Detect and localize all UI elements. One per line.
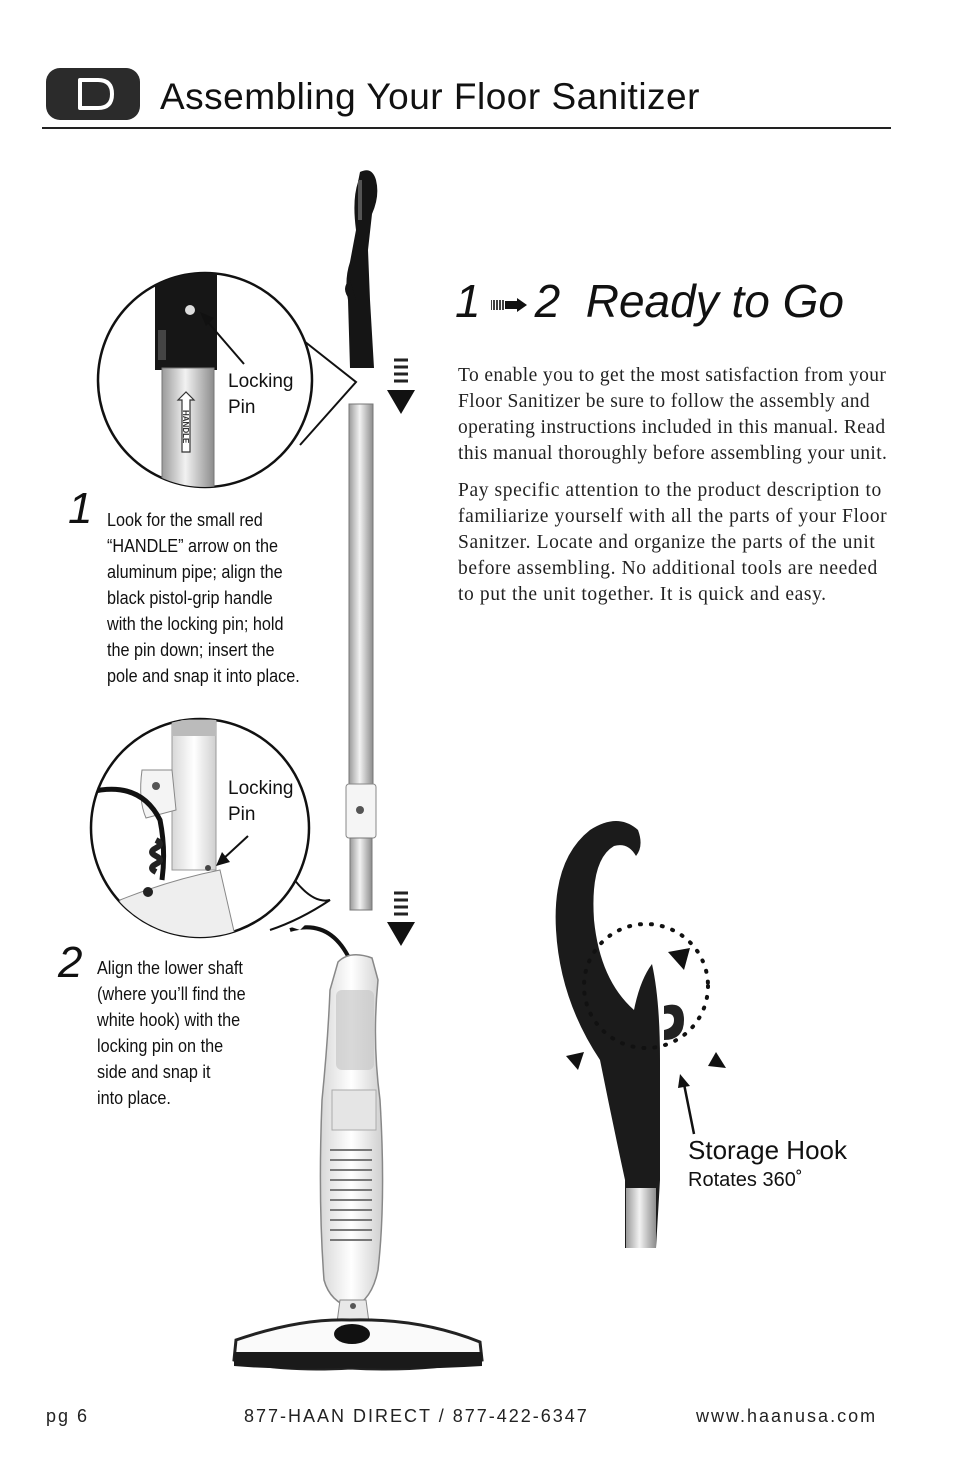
ready-title-text: Ready to Go xyxy=(585,275,845,327)
intro-paragraph-1: To enable you to get the most satisfacti… xyxy=(458,365,888,464)
section-badge xyxy=(46,68,140,120)
ready-to-go-heading: 1 2 Ready to Go xyxy=(455,274,844,328)
storage-hook-subtitle: Rotates 360˚ xyxy=(688,1169,803,1191)
locking-pin-label-bottom: Locking Pin xyxy=(228,778,294,825)
arrow-right-icon xyxy=(490,297,527,312)
step-1-number: 1 xyxy=(68,484,93,533)
ready-step-to: 2 xyxy=(534,275,561,327)
section-letter-d-icon xyxy=(78,78,114,110)
storage-hook-illustration xyxy=(555,821,726,1248)
ready-step-from: 1 xyxy=(455,275,481,327)
floor-sanitizer-body xyxy=(232,925,484,1371)
step-2-number: 2 xyxy=(58,938,83,987)
page-title: Assembling Your Floor Sanitizer xyxy=(160,76,700,117)
storage-hook-title: Storage Hook xyxy=(688,1135,847,1165)
insert-arrow-top xyxy=(387,358,415,414)
locking-pin-label-top: Locking Pin xyxy=(228,371,294,418)
intro-paragraph-2: Pay specific attention to the product de… xyxy=(458,480,888,605)
pipe-handle-marking: HANDLE xyxy=(181,410,190,444)
page-number: pg 6 xyxy=(46,1406,90,1426)
intro-text: To enable you to get the most satisfacti… xyxy=(458,363,898,619)
step-2-text: Align the lower shaft (where you’ll find… xyxy=(97,958,246,1108)
aluminum-pipe xyxy=(345,403,377,911)
locking-pin-detail-bottom xyxy=(89,717,331,939)
pistol-grip-handle xyxy=(345,170,378,368)
locking-pin-detail-top: HANDLE xyxy=(96,271,358,489)
insert-arrow-bottom xyxy=(387,891,415,946)
footer-website: www.haanusa.com xyxy=(696,1406,878,1426)
footer-phone: 877-HAAN DIRECT / 877-422-6347 xyxy=(244,1406,589,1426)
header-divider xyxy=(42,127,891,129)
step-1-text: Look for the small red “HANDLE” arrow on… xyxy=(107,510,300,686)
